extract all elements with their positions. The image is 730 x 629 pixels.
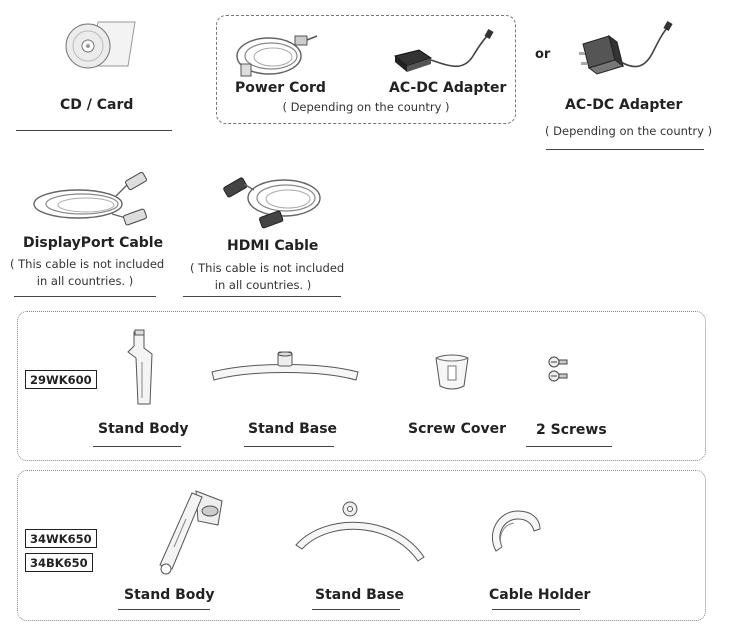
cable-holder-rule <box>492 609 580 610</box>
stand-kit-29wk600: 29WK600 Stand Body Stand Base Screw Cove… <box>17 311 706 461</box>
stand-base-icon <box>210 350 360 390</box>
model-badge-34bk650: 34BK650 <box>25 553 93 572</box>
ac-dc-adapter-alt-rule <box>546 149 704 150</box>
cd-card-icon <box>60 20 140 70</box>
stand-base-label: Stand Base <box>315 587 405 603</box>
stand-kit-34wk650: 34WK650 34BK650 Stand Body Stand Base Ca… <box>17 470 706 621</box>
stand-body-icon <box>152 485 232 577</box>
stand-base-rule <box>312 609 400 610</box>
hdmi-cable-rule <box>183 296 341 297</box>
power-cord-title: Power Cord <box>235 80 326 96</box>
ac-dc-adapter-alt-note: ( Depending on the country ) <box>545 124 713 138</box>
displayport-cable-note-1: ( This cable is not included <box>10 257 165 271</box>
ac-dc-adapter-plug-icon <box>579 21 673 80</box>
model-badge-29wk600: 29WK600 <box>25 370 97 389</box>
stand-body-rule <box>93 446 181 447</box>
stand-body-label: Stand Body <box>124 587 215 603</box>
displayport-cable-title: DisplayPort Cable <box>23 235 164 251</box>
displayport-cable-note-2: in all countries. ) <box>36 274 134 288</box>
cable-holder-icon <box>488 507 542 557</box>
cable-holder-label: Cable Holder <box>489 587 591 603</box>
ac-dc-adapter-icon <box>389 29 494 72</box>
power-note: ( Depending on the country ) <box>282 100 450 114</box>
screws-rule <box>526 446 612 447</box>
cd-card-rule <box>16 130 172 131</box>
screws-icon <box>546 354 570 386</box>
stand-base-icon <box>294 499 426 561</box>
hdmi-cable-title: HDMI Cable <box>227 238 319 254</box>
power-options-box: Power Cord AC-DC Adapter ( Depending on … <box>216 15 516 124</box>
stand-base-rule <box>244 446 334 447</box>
hdmi-cable-note-1: ( This cable is not included <box>190 261 345 275</box>
stand-body-label: Stand Body <box>98 421 189 437</box>
stand-base-label: Stand Base <box>248 421 338 437</box>
hdmi-cable-icon <box>222 168 332 230</box>
stand-body-icon <box>122 328 162 408</box>
displayport-cable-rule <box>14 296 156 297</box>
ac-dc-adapter-title: AC-DC Adapter <box>389 80 507 96</box>
model-badge-34wk650: 34WK650 <box>25 529 97 548</box>
or-label: or <box>535 47 551 62</box>
screws-label: 2 Screws <box>536 422 607 438</box>
screw-cover-icon <box>432 352 472 392</box>
cd-card-title: CD / Card <box>60 97 134 113</box>
displayport-cable-icon <box>28 172 158 230</box>
ac-dc-adapter-alt-title: AC-DC Adapter <box>565 97 683 113</box>
hdmi-cable-note-2: in all countries. ) <box>214 278 312 292</box>
stand-body-rule <box>118 609 210 610</box>
power-cord-icon <box>231 30 321 82</box>
screw-cover-label: Screw Cover <box>408 421 507 437</box>
